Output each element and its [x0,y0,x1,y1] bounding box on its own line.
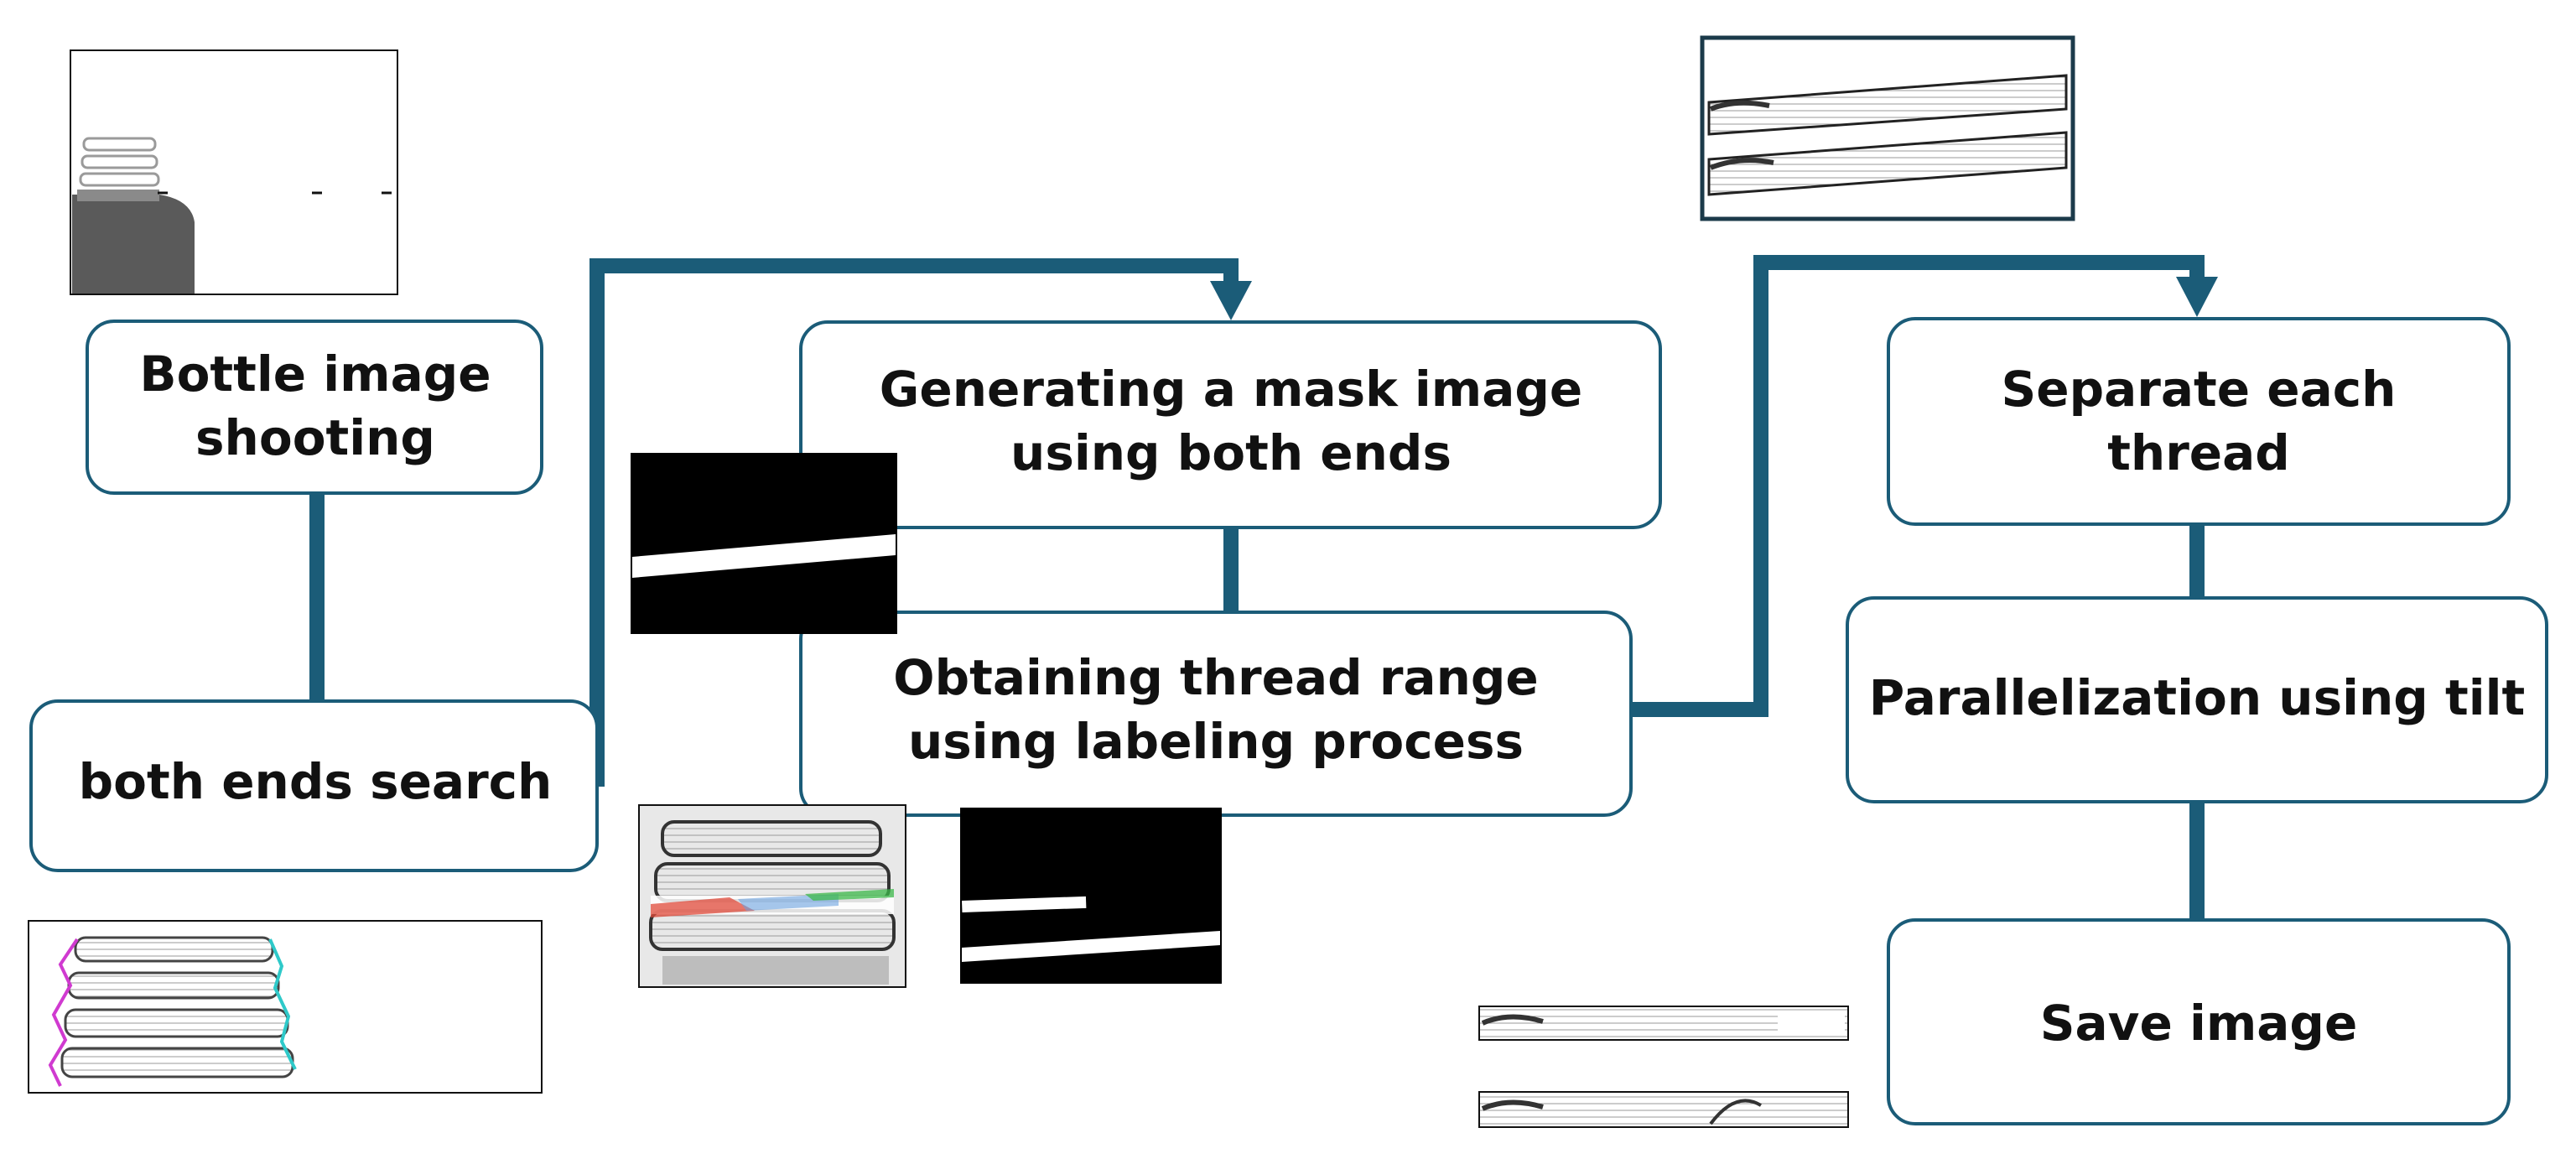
step-both-ends-search: both ends search [29,699,599,872]
step-box [799,320,1662,529]
step-save-image: Save image [1887,918,2511,1125]
step-label-line1: Separate each [2002,361,2397,418]
step-box [1887,317,2511,526]
step-parallelization: Parallelization using tilt [1846,596,2548,803]
step-box [1887,918,2511,1125]
step-obtaining-thread-range: Obtaining thread range using labeling pr… [799,611,1633,817]
step-box [1846,596,2548,803]
connector-labeling-to-separate [1631,255,2205,717]
step-label-line1: Generating a mask image [880,361,1582,418]
step-label-line2: shooting [195,409,435,466]
step-bottle-image-shooting: Bottle image shooting [86,320,543,495]
step-separate-each-thread: Separate each thread [1887,317,2511,526]
step-label-line2: using both ends [1010,424,1452,481]
step-generating-mask: Generating a mask image using both ends [799,320,1662,529]
step-label-line1: Bottle image [139,346,491,403]
connector-search-to-mask [589,258,1239,787]
step-label-line1: Parallelization using tilt [1869,669,2525,726]
saved-thread-strip-2 [1478,1091,1849,1128]
step-label-line1: Save image [2040,995,2358,1052]
step-label-line2: using labeling process [908,713,1524,770]
labeled-threads-thumbnail [638,804,906,988]
connectors [309,255,2218,918]
arrowhead-mask [1210,281,1252,320]
arrowhead-separate [2176,277,2218,317]
step-label-line1: Obtaining thread range [893,649,1538,706]
both-ends-detection-thumbnail [28,920,543,1094]
double-mask-thumbnail [960,808,1222,984]
step-label-line2: thread [2107,424,2290,481]
saved-thread-strip-1 [1478,1006,1849,1041]
single-mask-thumbnail [631,453,897,634]
step-box [86,320,543,495]
bottle-photo-thumbnail [70,49,398,295]
separated-threads-thumbnail [1700,35,2075,221]
step-box [29,699,599,872]
step-label-line1: both ends search [79,753,553,810]
